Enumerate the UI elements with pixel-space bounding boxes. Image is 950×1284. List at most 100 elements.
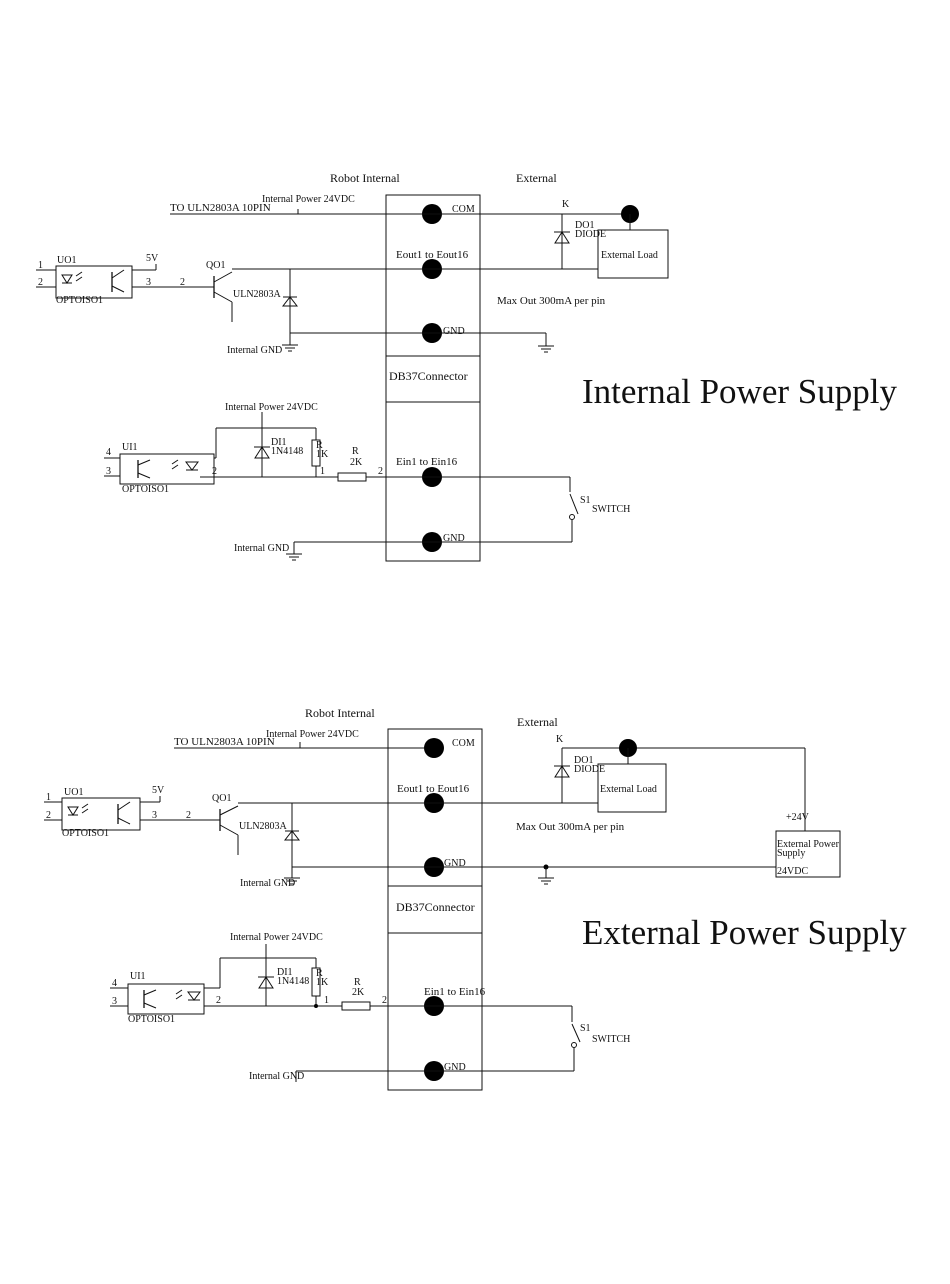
- label-internal-power-in: Internal Power 24VDC: [225, 402, 318, 413]
- label-1n4148: 1N4148: [271, 446, 303, 457]
- label-uo1: UO1: [64, 787, 83, 798]
- svg-text:1: 1: [320, 466, 325, 477]
- label-switch: SWITCH: [592, 1034, 630, 1045]
- internal-power-diagram: Robot Internal External Internal Power S…: [36, 171, 897, 562]
- svg-text:2: 2: [216, 995, 221, 1006]
- label-r1: R: [316, 440, 323, 451]
- label-max-out: Max Out 300mA per pin: [516, 821, 625, 833]
- label-qo1: QO1: [206, 260, 225, 271]
- db37-connector-box: [387, 728, 483, 1091]
- label-gnd-in: GND: [443, 533, 465, 544]
- svg-text:1: 1: [46, 792, 51, 803]
- diode-do1: [554, 765, 570, 778]
- diode-di1: [254, 446, 270, 459]
- svg-text:2: 2: [38, 277, 43, 288]
- label-ui1: UI1: [130, 971, 146, 982]
- svg-text:4: 4: [106, 447, 111, 458]
- label-internal-gnd: Internal GND: [227, 345, 282, 356]
- svg-text:1: 1: [38, 260, 43, 271]
- connector-label: DB37Connector: [389, 369, 468, 383]
- clamp-diode: [283, 830, 301, 841]
- label-optoiso-in: OPTOISO1: [122, 484, 169, 495]
- label-diode: DIODE: [575, 229, 606, 240]
- svg-text:2: 2: [212, 466, 217, 477]
- svg-text:2: 2: [46, 810, 51, 821]
- label-di1: DI1: [271, 437, 287, 448]
- label-internal-gnd-in: Internal GND: [234, 543, 289, 554]
- db37-connector-box: [385, 194, 481, 562]
- label-external: External: [517, 715, 558, 729]
- label-ein: Ein1 to Ein16: [424, 986, 486, 998]
- label-ui1: UI1: [122, 442, 138, 453]
- label-eout: Eout1 to Eout16: [396, 249, 469, 261]
- diagram-title: External Power Supply: [582, 913, 907, 952]
- label-do1: DO1: [574, 755, 593, 766]
- diode-di1: [258, 976, 274, 989]
- svg-text:2: 2: [186, 810, 191, 821]
- label-internal-gnd: Internal GND: [240, 878, 295, 889]
- label-to-uln: TO ULN2803A 10PIN: [170, 202, 271, 214]
- label-optoiso-out: OPTOISO1: [62, 828, 109, 839]
- label-optoiso-in: OPTOISO1: [128, 1014, 175, 1025]
- label-s1: S1: [580, 495, 591, 506]
- label-5v: 5V: [146, 253, 159, 264]
- label-eout: Eout1 to Eout16: [397, 783, 470, 795]
- clamp-diode: [281, 296, 299, 307]
- resistor-2k: [337, 472, 367, 482]
- external-load-box: [597, 229, 669, 279]
- external-power-diagram: Robot Internal External External Power S…: [44, 706, 907, 1091]
- svg-text:2: 2: [378, 466, 383, 477]
- label-max-out: Max Out 300mA per pin: [497, 295, 606, 307]
- label-di1: DI1: [277, 967, 293, 978]
- label-uln2803a: ULN2803A: [233, 289, 282, 300]
- label-1n4148: 1N4148: [277, 976, 309, 987]
- label-gnd-out: GND: [444, 858, 466, 869]
- label-uo1: UO1: [57, 255, 76, 266]
- label-gnd-in: GND: [444, 1062, 466, 1073]
- label-plus24: +24V: [786, 812, 810, 823]
- label-robot-internal: Robot Internal: [330, 171, 400, 185]
- svg-text:3: 3: [146, 277, 151, 288]
- label-to-uln: TO ULN2803A 10PIN: [174, 736, 275, 748]
- label-r2: R: [352, 446, 359, 457]
- label-r1: R: [316, 968, 323, 979]
- switch-s1: [571, 1023, 581, 1043]
- external-power-supply-box: [775, 830, 841, 878]
- label-external-load: External Load: [601, 250, 658, 261]
- external-load-box: [597, 763, 667, 813]
- label-r2-val: 2K: [352, 987, 365, 998]
- resistor-2k: [341, 1001, 371, 1011]
- label-qo1: QO1: [212, 793, 231, 804]
- label-r2: R: [354, 977, 361, 988]
- diagram-title: Internal Power Supply: [582, 372, 897, 411]
- label-internal-power: Internal Power 24VDC: [266, 729, 359, 740]
- label-com: COM: [452, 738, 475, 749]
- label-ext-ps-3: 24VDC: [777, 866, 808, 877]
- label-robot-internal: Robot Internal: [305, 706, 375, 720]
- label-diode: DIODE: [574, 764, 605, 775]
- diode-do1: [554, 231, 570, 244]
- label-s1: S1: [580, 1023, 591, 1034]
- switch-s1: [569, 493, 579, 515]
- label-optoiso-out: OPTOISO1: [56, 295, 103, 306]
- label-internal-power: Internal Power 24VDC: [262, 194, 355, 205]
- label-r1-val: 1K: [316, 977, 329, 988]
- svg-text:K: K: [562, 199, 570, 210]
- label-r1-val: 1K: [316, 449, 329, 460]
- label-gnd-out: GND: [443, 326, 465, 337]
- svg-text:2: 2: [180, 277, 185, 288]
- optoisolator-uo1: [61, 797, 141, 831]
- connector-label: DB37Connector: [396, 900, 475, 914]
- optoisolator-ui1: [127, 983, 205, 1015]
- svg-text:K: K: [556, 734, 564, 745]
- label-ext-ps-2: Supply: [777, 848, 805, 859]
- pin-com: [424, 738, 444, 758]
- label-r2-val: 2K: [350, 457, 363, 468]
- svg-text:3: 3: [106, 466, 111, 477]
- optoisolator-ui1: [119, 453, 215, 485]
- svg-text:1: 1: [324, 995, 329, 1006]
- label-external: External: [516, 171, 557, 185]
- optoisolator-uo1: [55, 265, 133, 299]
- label-uln2803a: ULN2803A: [239, 821, 288, 832]
